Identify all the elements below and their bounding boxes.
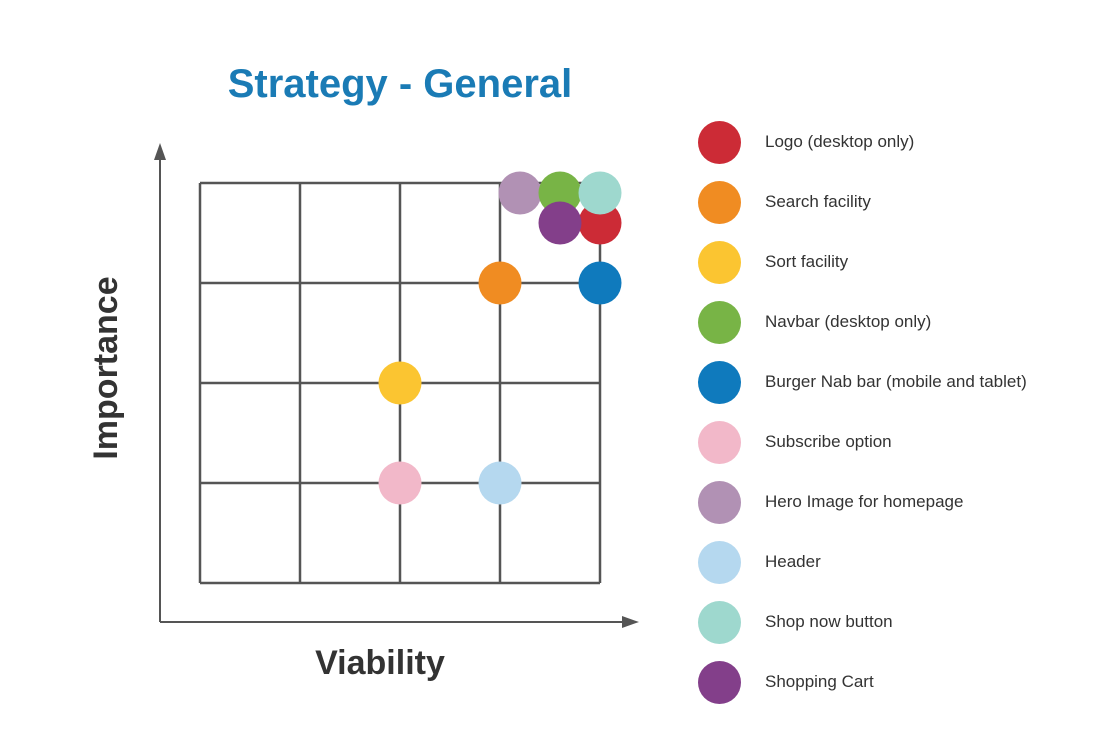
legend-label: Hero Image for homepage xyxy=(765,492,964,511)
legend-item: Search facility xyxy=(698,180,1108,240)
x-axis-arrow xyxy=(622,616,639,628)
data-point-shop-now-button xyxy=(578,171,622,215)
legend-item: Shop now button xyxy=(698,600,1108,660)
legend-item: Burger Nab bar (mobile and tablet) xyxy=(698,360,1108,420)
legend-label: Navbar (desktop only) xyxy=(765,312,932,331)
legend-swatch xyxy=(698,361,741,404)
legend-item: Header xyxy=(698,540,1108,600)
legend-label: Burger Nab bar (mobile and tablet) xyxy=(765,372,1027,391)
legend-swatch xyxy=(698,661,741,704)
legend-swatch xyxy=(698,121,741,164)
legend-label: Shopping Cart xyxy=(765,672,874,691)
legend-label: Logo (desktop only) xyxy=(765,132,915,151)
legend-item: Subscribe option xyxy=(698,420,1108,480)
data-point-subscribe-option xyxy=(378,461,422,505)
legend-item: Navbar (desktop only) xyxy=(698,300,1108,360)
legend-label: Header xyxy=(765,552,821,571)
data-point-burger-nab-bar-mobile-and-tablet xyxy=(578,261,622,305)
legend-swatch xyxy=(698,601,741,644)
legend-swatch xyxy=(698,421,741,464)
data-point-shopping-cart xyxy=(538,201,582,245)
legend-item: Sort facility xyxy=(698,240,1108,300)
data-point-logo-desktop-only xyxy=(578,201,622,245)
data-point-hero-image-for-homepage xyxy=(498,171,542,215)
y-axis-arrow xyxy=(154,143,166,160)
legend-swatch xyxy=(698,241,741,284)
legend-swatch xyxy=(698,181,741,224)
data-point-header xyxy=(478,461,522,505)
data-point-navbar-desktop-only xyxy=(538,171,582,215)
data-point-search-facility xyxy=(478,261,522,305)
data-points xyxy=(378,171,622,505)
legend-item: Hero Image for homepage xyxy=(698,480,1108,540)
legend-label: Search facility xyxy=(765,192,871,211)
axes xyxy=(154,143,639,628)
legend-label: Subscribe option xyxy=(765,432,892,451)
chart-title: Strategy - General xyxy=(227,62,573,106)
y-axis-label: Importance xyxy=(87,276,125,460)
legend-item: Logo (desktop only) xyxy=(698,120,1108,180)
legend-item: Shopping Cart xyxy=(698,660,1108,720)
legend-swatch xyxy=(698,481,741,524)
legend-label: Sort facility xyxy=(765,252,849,271)
legend-label: Shop now button xyxy=(765,612,893,631)
legend-swatch xyxy=(698,541,741,584)
data-point-sort-facility xyxy=(378,361,422,405)
legend-swatch xyxy=(698,301,741,344)
x-axis-label: Viability xyxy=(315,644,445,682)
